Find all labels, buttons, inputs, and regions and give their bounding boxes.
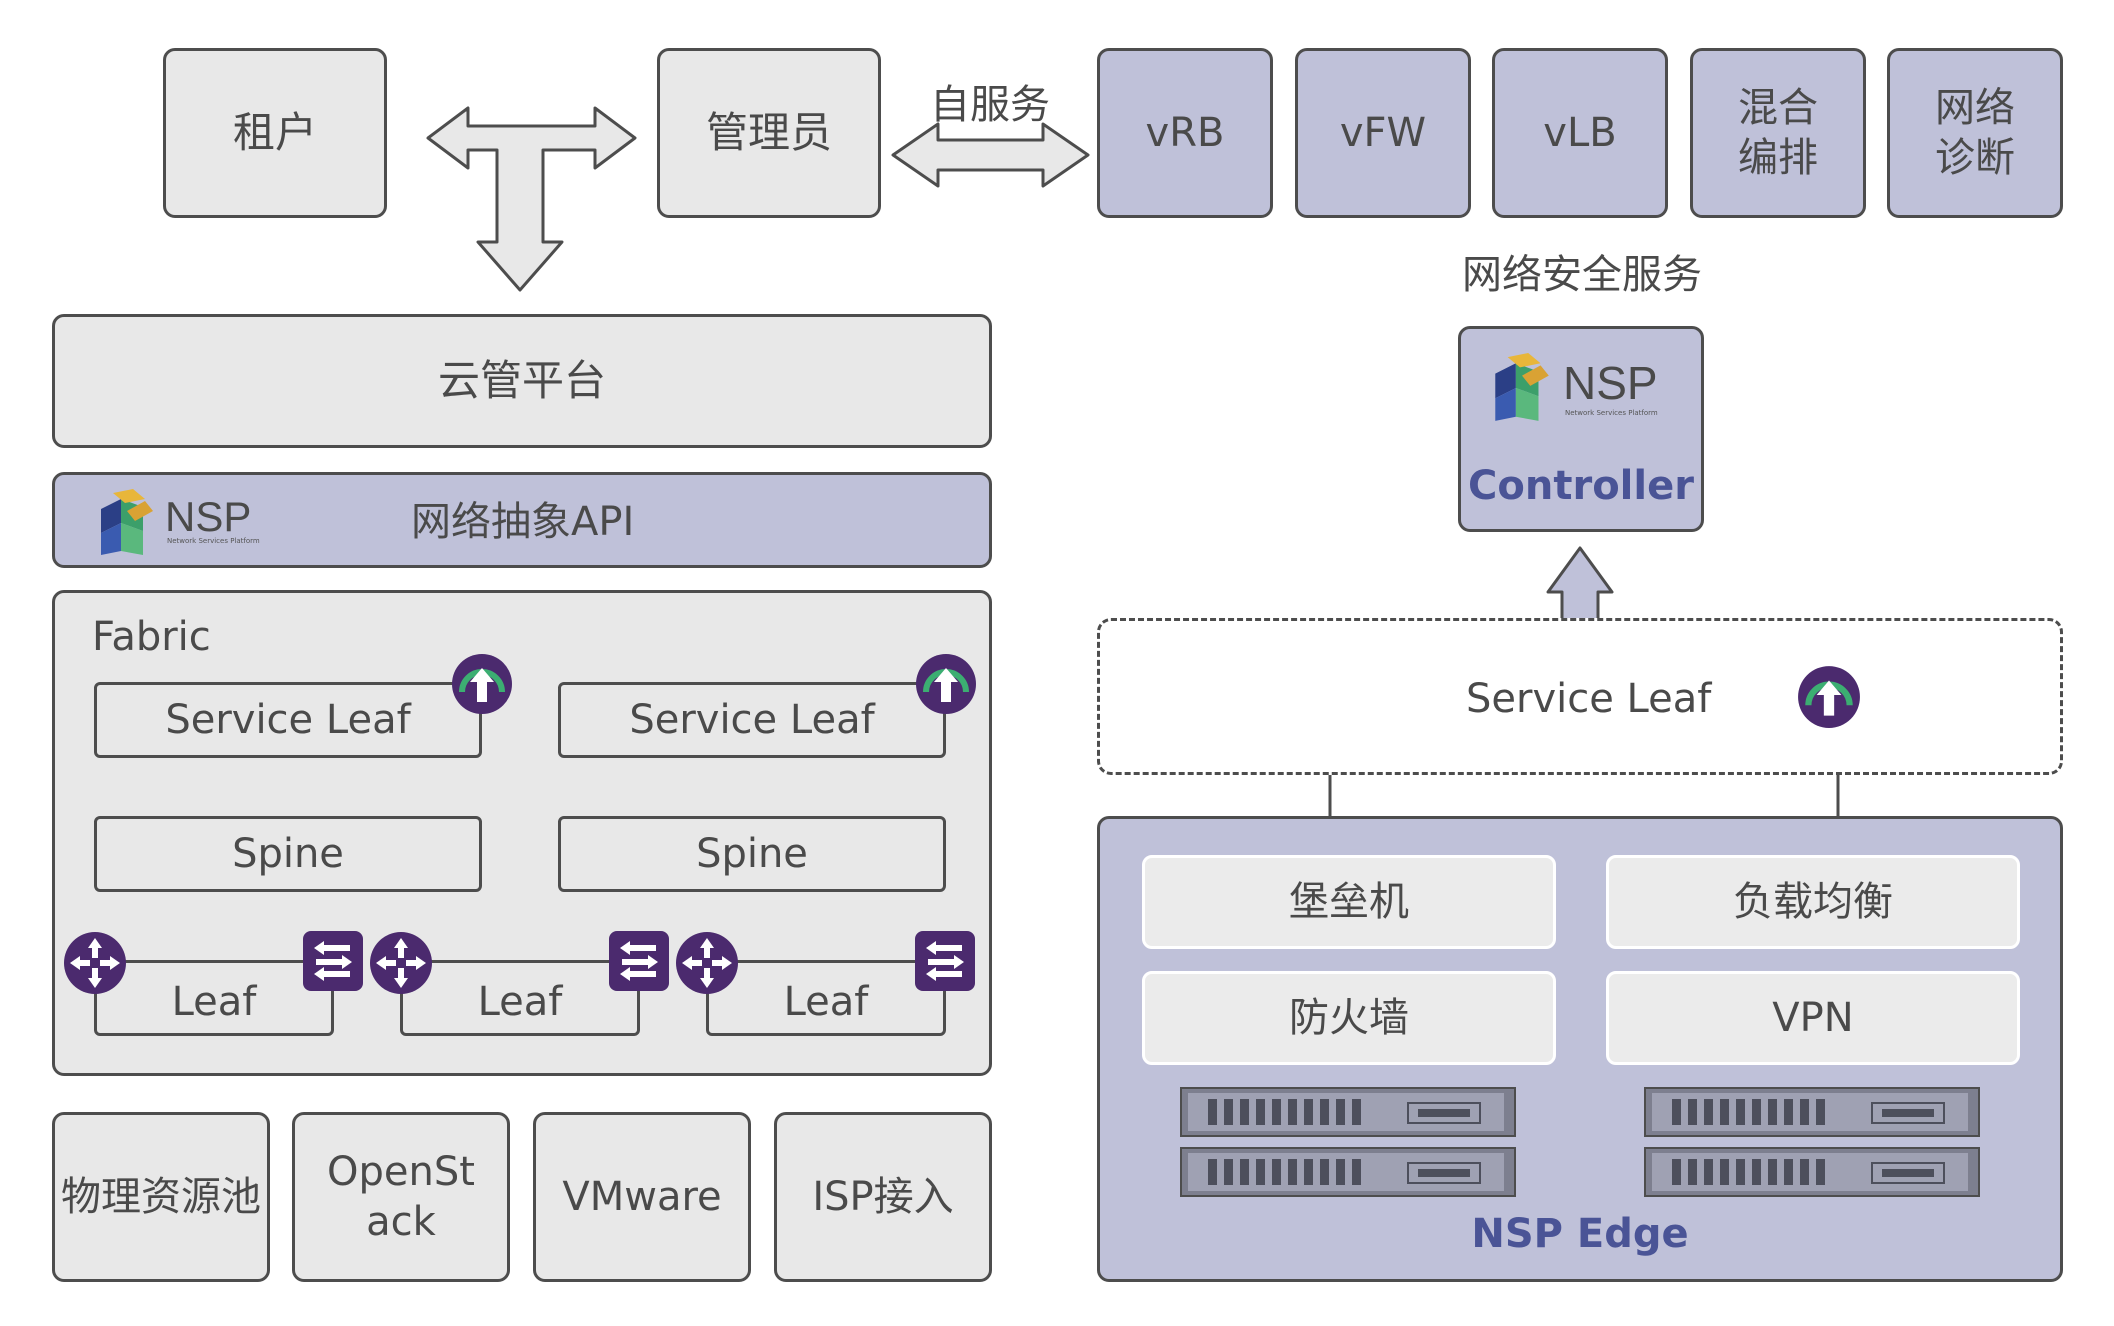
edge-vpn-label: VPN <box>1772 995 1854 1041</box>
fabric-leaf-2: Leaf <box>400 960 640 1036</box>
cloud-platform-box: 云管平台 <box>52 314 992 448</box>
edge-vpn: VPN <box>1606 971 2020 1065</box>
abstraction-api-label: 网络抽象API <box>411 499 635 545</box>
nsp-cube-icon <box>101 489 153 555</box>
self-service-label: 自服务 <box>930 82 1050 128</box>
service-orchestration-label: 混合 编排 <box>1738 85 1818 181</box>
server-rack-icon <box>1644 1087 1980 1197</box>
openstack-label: OpenSt ack <box>327 1149 475 1245</box>
fabric-title: Fabric <box>92 614 211 660</box>
edge-links <box>1328 775 1840 816</box>
switch-icon <box>609 931 669 991</box>
nsp-logo-subtitle: Network Services Platform <box>167 537 260 545</box>
fabric-leaf-3-label: Leaf <box>783 979 869 1025</box>
service-node-icon <box>452 654 512 714</box>
service-orchestration: 混合 编排 <box>1690 48 1866 218</box>
t-arrow <box>426 106 637 292</box>
service-vfw: vFW <box>1295 48 1471 218</box>
fabric-leaf-3: Leaf <box>706 960 946 1036</box>
nsp-edge-box: 堡垒机 负载均衡 防火墙 VPN <box>1097 816 2063 1282</box>
edge-firewall: 防火墙 <box>1142 971 1556 1065</box>
service-leaf-label: Service Leaf <box>1466 676 1712 722</box>
nsp-edge-label: NSP Edge <box>1471 1211 1689 1257</box>
router-icon <box>676 932 738 994</box>
nsp-cube-icon <box>1495 353 1549 421</box>
controller-label: Controller <box>1468 463 1694 509</box>
fabric-spine-2-label: Spine <box>696 831 808 877</box>
service-vfw-label: vFW <box>1339 110 1427 156</box>
fabric-service-leaf-1-label: Service Leaf <box>165 697 411 743</box>
switch-icon <box>915 931 975 991</box>
router-icon <box>64 932 126 994</box>
fabric-spine-1-label: Spine <box>232 831 344 877</box>
service-diagnosis-label: 网络 诊断 <box>1935 85 2015 181</box>
abstraction-api-bar: NSP Network Services Platform 网络抽象API <box>52 472 992 568</box>
service-vlb-label: vLB <box>1543 110 1617 156</box>
edge-bastion: 堡垒机 <box>1142 855 1556 949</box>
edge-firewall-label: 防火墙 <box>1289 995 1409 1041</box>
service-node-icon <box>1798 666 1860 728</box>
service-vrb: vRB <box>1097 48 1273 218</box>
self-service-arrow <box>891 122 1090 188</box>
fabric-service-leaf-2-label: Service Leaf <box>629 697 875 743</box>
openstack-box: OpenSt ack <box>292 1112 510 1282</box>
admin-box: 管理员 <box>657 48 881 218</box>
switch-icon <box>303 931 363 991</box>
physical-pool-box: 物理资源池 <box>52 1112 270 1282</box>
vmware-label: VMware <box>562 1174 722 1220</box>
controller-logo-subtitle: Network Services Platform <box>1565 409 1658 417</box>
fabric-spine-1: Spine <box>94 816 482 892</box>
vmware-box: VMware <box>533 1112 751 1282</box>
fabric-leaf-2-label: Leaf <box>477 979 563 1025</box>
tenant-box: 租户 <box>163 48 387 218</box>
fabric-leaf-1: Leaf <box>94 960 334 1036</box>
service-vlb: vLB <box>1492 48 1668 218</box>
tenant-label: 租户 <box>232 107 317 157</box>
physical-pool-label: 物理资源池 <box>61 1174 261 1220</box>
isp-access-label: ISP接入 <box>812 1174 954 1220</box>
edge-bastion-label: 堡垒机 <box>1289 879 1409 925</box>
cloud-platform-label: 云管平台 <box>437 355 606 405</box>
security-services-caption: 网络安全服务 <box>1462 252 1702 298</box>
router-icon <box>370 932 432 994</box>
admin-label: 管理员 <box>705 107 832 157</box>
controller-box: NSP Network Services Platform Controller <box>1458 326 1704 532</box>
nsp-logo-text: NSP <box>165 493 252 540</box>
edge-load-balancer-label: 负载均衡 <box>1733 879 1893 925</box>
service-diagnosis: 网络 诊断 <box>1887 48 2063 218</box>
fabric-service-leaf-1: Service Leaf <box>94 682 482 758</box>
fabric-leaf-1-label: Leaf <box>171 979 257 1025</box>
isp-access-box: ISP接入 <box>774 1112 992 1282</box>
fabric-spine-2: Spine <box>558 816 946 892</box>
edge-load-balancer: 负载均衡 <box>1606 855 2020 949</box>
server-rack-icon <box>1180 1087 1516 1197</box>
service-node-icon <box>916 654 976 714</box>
fabric-service-leaf-2: Service Leaf <box>558 682 946 758</box>
controller-logo-text: NSP <box>1563 357 1658 409</box>
service-leaf-zone <box>1097 618 2063 775</box>
service-vrb-label: vRB <box>1145 110 1225 156</box>
